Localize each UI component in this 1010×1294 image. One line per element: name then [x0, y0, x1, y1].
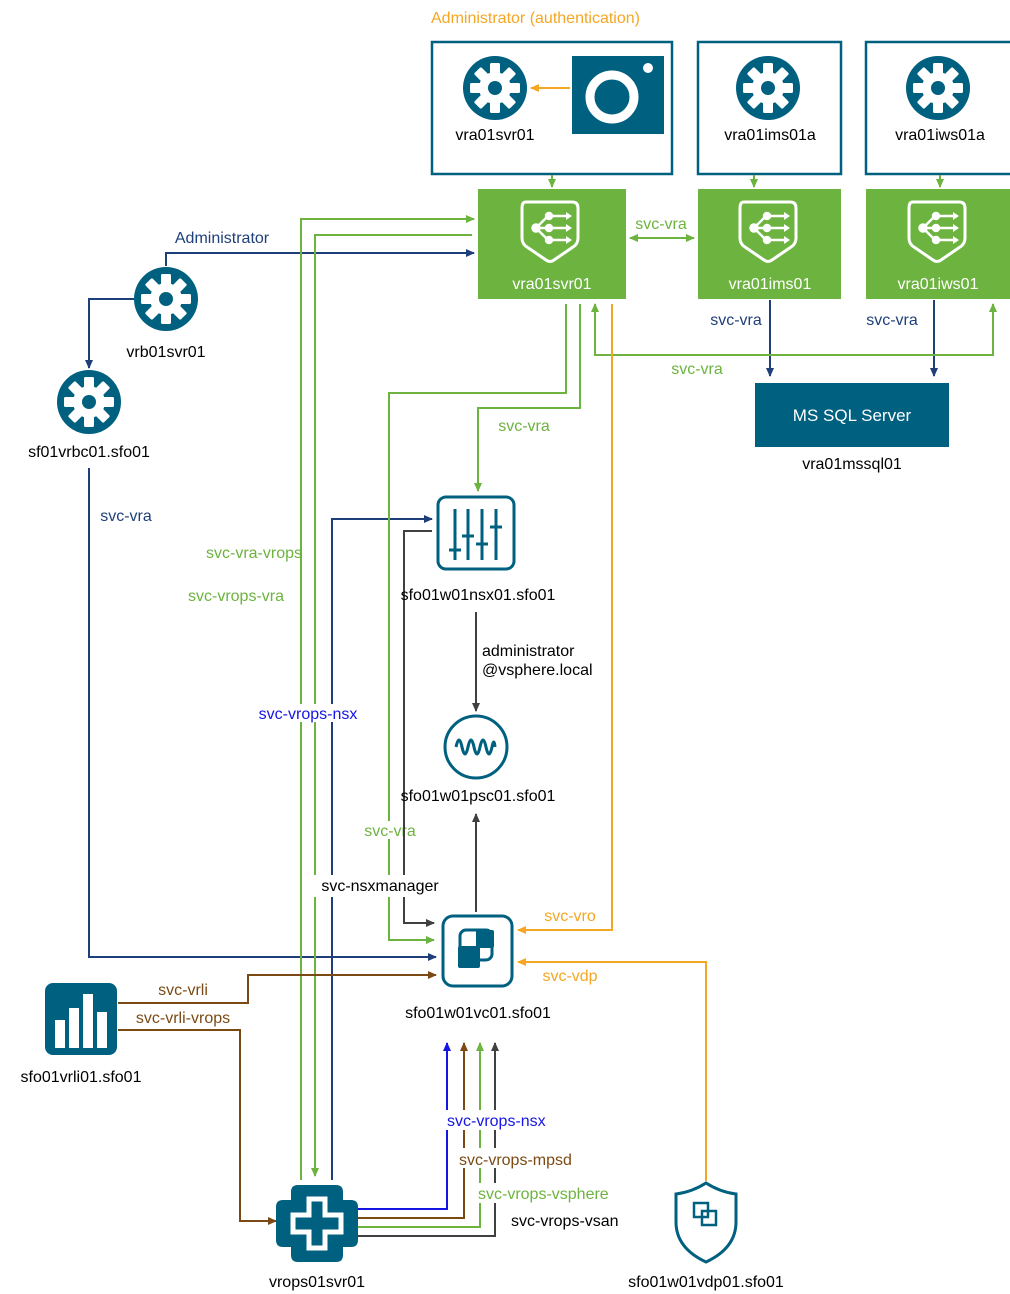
edge-vra-vc-vro — [517, 304, 613, 934]
edge-label-admin-vsphere-1: administrator — [482, 643, 575, 660]
ims-host-label: vra01ims01a — [724, 127, 816, 144]
edge-label-svc-vra-ims: svc-vra — [635, 216, 687, 233]
edge-vrbc-vc — [88, 468, 437, 961]
iws-host-label: vra01iws01a — [895, 127, 985, 144]
edge-vra-vrops — [311, 234, 472, 1177]
edge-label-svc-vra-vrops: svc-vra-vrops — [206, 545, 302, 562]
vdp-icon — [674, 1181, 738, 1264]
iws-proxy-box — [866, 189, 1010, 299]
vcenter-icon — [441, 914, 514, 988]
vrli-label: sfo01vrli01.sfo01 — [21, 1069, 142, 1086]
label-bg — [360, 821, 422, 839]
vrops-label: vrops01svr01 — [269, 1274, 365, 1291]
edge-label-svc-vrops-mpsd: svc-vrops-mpsd — [459, 1152, 572, 1169]
iws-proxy-label: vra01iws01 — [898, 276, 979, 293]
edge-label-admin-auth: Administrator (authentication) — [431, 10, 640, 27]
edge-label-svc-vrops-nsx-bottom: svc-vrops-nsx — [447, 1113, 546, 1130]
edge-label-svc-vra-ims-down: svc-vra — [710, 312, 762, 329]
edge-label-svc-vdp: svc-vdp — [542, 968, 597, 985]
vra-proxy-label: vra01svr01 — [512, 276, 591, 293]
edge-label-svc-vrli-vrops: svc-vrli-vrops — [136, 1010, 230, 1027]
edge-vrops-vc-nsx — [354, 1042, 451, 1210]
mssql-box-label: MS SQL Server — [793, 406, 912, 425]
edge-label-administrator: Administrator — [175, 230, 270, 247]
label-bg — [444, 1110, 574, 1130]
edge-label-svc-vro: svc-vro — [544, 908, 596, 925]
vrb-label: vrb01svr01 — [126, 344, 205, 361]
edge-label-svc-vra-mssql: svc-vra — [671, 361, 723, 378]
edge-vrops-vc-vsphere — [354, 1042, 484, 1228]
psc-icon — [443, 714, 509, 780]
edge-label-svc-vrops-vsphere: svc-vrops-vsphere — [478, 1186, 609, 1203]
edge-label-svc-vrops-vra: svc-vrops-vra — [188, 588, 284, 605]
ims-host-gear-icon — [736, 56, 800, 120]
nsx-manager-icon — [436, 495, 516, 571]
vrops-icon — [276, 1185, 358, 1262]
edge-vrli-vrops — [118, 1029, 277, 1225]
iws-host-gear-icon — [906, 56, 970, 120]
edge-vdp-vc — [517, 958, 707, 1181]
edge-vrb-vra — [165, 249, 475, 266]
edge-vrops-nsx — [331, 515, 433, 1180]
mssql-label: vra01mssql01 — [802, 456, 902, 473]
edge-label-admin-vsphere-2: @vsphere.local — [482, 662, 593, 679]
edge-label-svc-vra-nsx: svc-vra — [498, 418, 550, 435]
vra-appliance-label: vra01svr01 — [455, 127, 534, 144]
edge-vrops-vc-mpsd — [354, 1042, 468, 1219]
label-bg — [456, 1148, 596, 1168]
psc-label: sfo01w01psc01.sfo01 — [401, 788, 556, 805]
vra-appliance-gear-icon — [463, 56, 527, 120]
mssql-box — [755, 383, 949, 447]
vrbc-label: sf01vrbc01.sfo01 — [28, 444, 150, 461]
vrb-gear-icon — [134, 267, 198, 331]
auth-app-icon — [572, 56, 664, 134]
edge-label-svc-vrli: svc-vrli — [158, 982, 208, 999]
edge-vra-vc — [388, 304, 567, 944]
edge-label-svc-vrops-nsx: svc-vrops-nsx — [259, 706, 358, 723]
edge-label-svc-nsxmanager: svc-nsxmanager — [321, 878, 439, 895]
edge-vra-iws — [591, 303, 997, 356]
label-bg — [475, 1183, 635, 1203]
edge-label-svc-vra-vc: svc-vra — [364, 823, 416, 840]
vra-proxy-box — [478, 189, 626, 299]
edge-label-svc-vrops-vsan: svc-vrops-vsan — [511, 1213, 619, 1230]
edge-vrb-vrbc — [85, 298, 134, 369]
edge-nsx-vc — [403, 530, 435, 927]
ims-proxy-label: vra01ims01 — [729, 276, 812, 293]
edge-label-svc-vra-vrbc: svc-vra — [100, 508, 152, 525]
nsx-label: sfo01w01nsx01.sfo01 — [401, 587, 556, 604]
edge-vrli-vc — [118, 971, 437, 1004]
label-bg — [302, 875, 460, 897]
vc-label: sfo01w01vc01.sfo01 — [405, 1005, 551, 1022]
vdp-label: sfo01w01vdp01.sfo01 — [628, 1274, 784, 1291]
ims-proxy-box — [698, 189, 841, 299]
vrbc-gear-icon — [57, 370, 121, 434]
edge-vrops-vra — [300, 215, 475, 1180]
edge-label-svc-vra-iws-down: svc-vra — [866, 312, 918, 329]
vrli-icon — [45, 983, 117, 1055]
label-bg — [253, 704, 363, 722]
edge-vra-nsx — [474, 304, 581, 492]
edge-vrops-vc-vsan — [354, 1042, 499, 1237]
